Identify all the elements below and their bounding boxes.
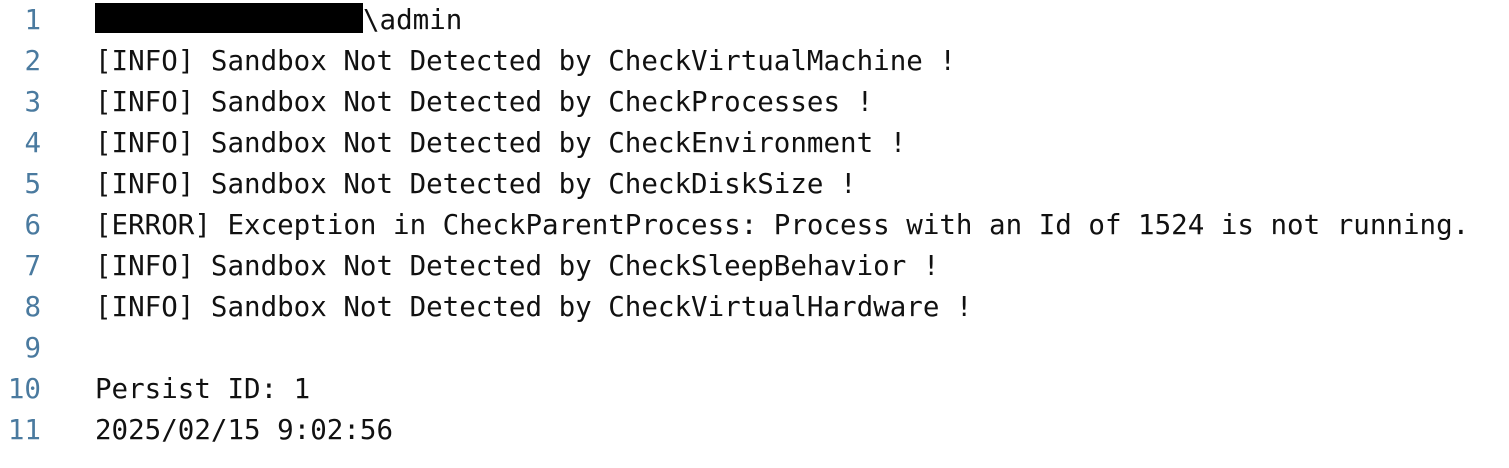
log-line[interactable]: 2 [INFO] Sandbox Not Detected by CheckVi…: [0, 41, 1509, 82]
line-text: \admin: [41, 0, 1509, 41]
line-text: [INFO] Sandbox Not Detected by CheckProc…: [95, 86, 874, 118]
line-text: [INFO] Sandbox Not Detected by CheckDisk…: [95, 168, 857, 200]
log-line[interactable]: 3 [INFO] Sandbox Not Detected by CheckPr…: [0, 82, 1509, 123]
line-number: 8: [24, 291, 41, 323]
line-text: [INFO] Sandbox Not Detected by CheckEnvi…: [95, 127, 907, 159]
line-number: 5: [24, 168, 41, 200]
line-text: [41, 328, 1509, 369]
log-line[interactable]: 10 Persist ID: 1: [0, 369, 1509, 410]
line-number: 10: [7, 373, 41, 405]
redaction-box: [95, 3, 363, 33]
line-number: 3: [24, 86, 41, 118]
line-number: 9: [24, 332, 41, 364]
log-line[interactable]: 11 2025/02/15 9:02:56: [0, 410, 1509, 451]
line-number: 7: [24, 250, 41, 282]
line-text: [INFO] Sandbox Not Detected by CheckVirt…: [95, 291, 973, 323]
log-line-error[interactable]: 6 [ERROR] Exception in CheckParentProces…: [0, 205, 1509, 246]
log-line[interactable]: 4 [INFO] Sandbox Not Detected by CheckEn…: [0, 123, 1509, 164]
line-number: 1: [24, 4, 41, 36]
line-text: [INFO] Sandbox Not Detected by CheckVirt…: [95, 45, 956, 77]
line-text: Persist ID: 1: [95, 373, 311, 405]
line-number: 4: [24, 127, 41, 159]
line-number: 2: [24, 45, 41, 77]
line-text: [INFO] Sandbox Not Detected by CheckSlee…: [95, 250, 940, 282]
line-text: 2025/02/15 9:02:56: [95, 414, 394, 446]
log-line[interactable]: 8 [INFO] Sandbox Not Detected by CheckVi…: [0, 287, 1509, 328]
line-text: [ERROR] Exception in CheckParentProcess:…: [95, 209, 1470, 241]
log-line[interactable]: 1 \admin: [0, 0, 1509, 41]
line-number: 6: [24, 209, 41, 241]
log-line[interactable]: 5 [INFO] Sandbox Not Detected by CheckDi…: [0, 164, 1509, 205]
line-text-value: \admin: [363, 4, 463, 36]
log-line[interactable]: 7 [INFO] Sandbox Not Detected by CheckSl…: [0, 246, 1509, 287]
line-number: 11: [7, 414, 41, 446]
log-line[interactable]: 9: [0, 328, 1509, 369]
